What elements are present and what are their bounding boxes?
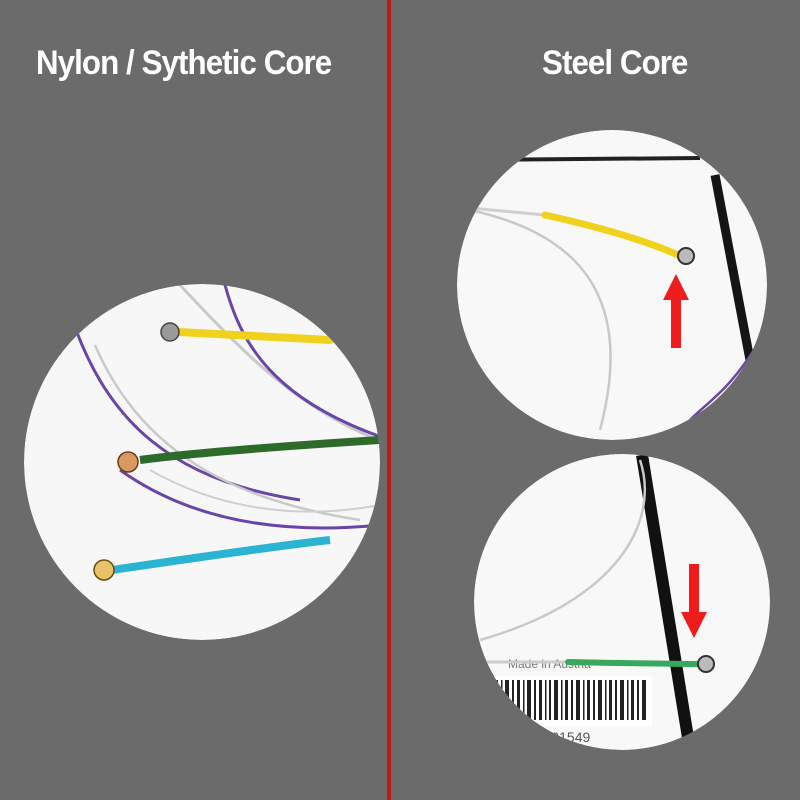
ball-end-steel-bottom [697,655,715,673]
steel-core-photo-bottom: Made in Austria [474,454,770,750]
steel-core-photo-top [457,130,767,440]
panel-divider [387,0,391,800]
red-arrow-down-icon [681,564,707,638]
red-arrow-up-icon [663,274,689,348]
nylon-core-heading: Nylon / Sythetic Core [36,44,332,82]
steel-core-heading: Steel Core [542,44,688,82]
barcode-number: 18101549 [528,729,591,745]
barcode [492,676,652,726]
ball-end-gold [93,559,115,581]
ball-end-silver [160,322,180,342]
nylon-core-photo [24,284,380,640]
ball-end-copper [117,451,139,473]
ball-end-steel-top [677,247,695,265]
